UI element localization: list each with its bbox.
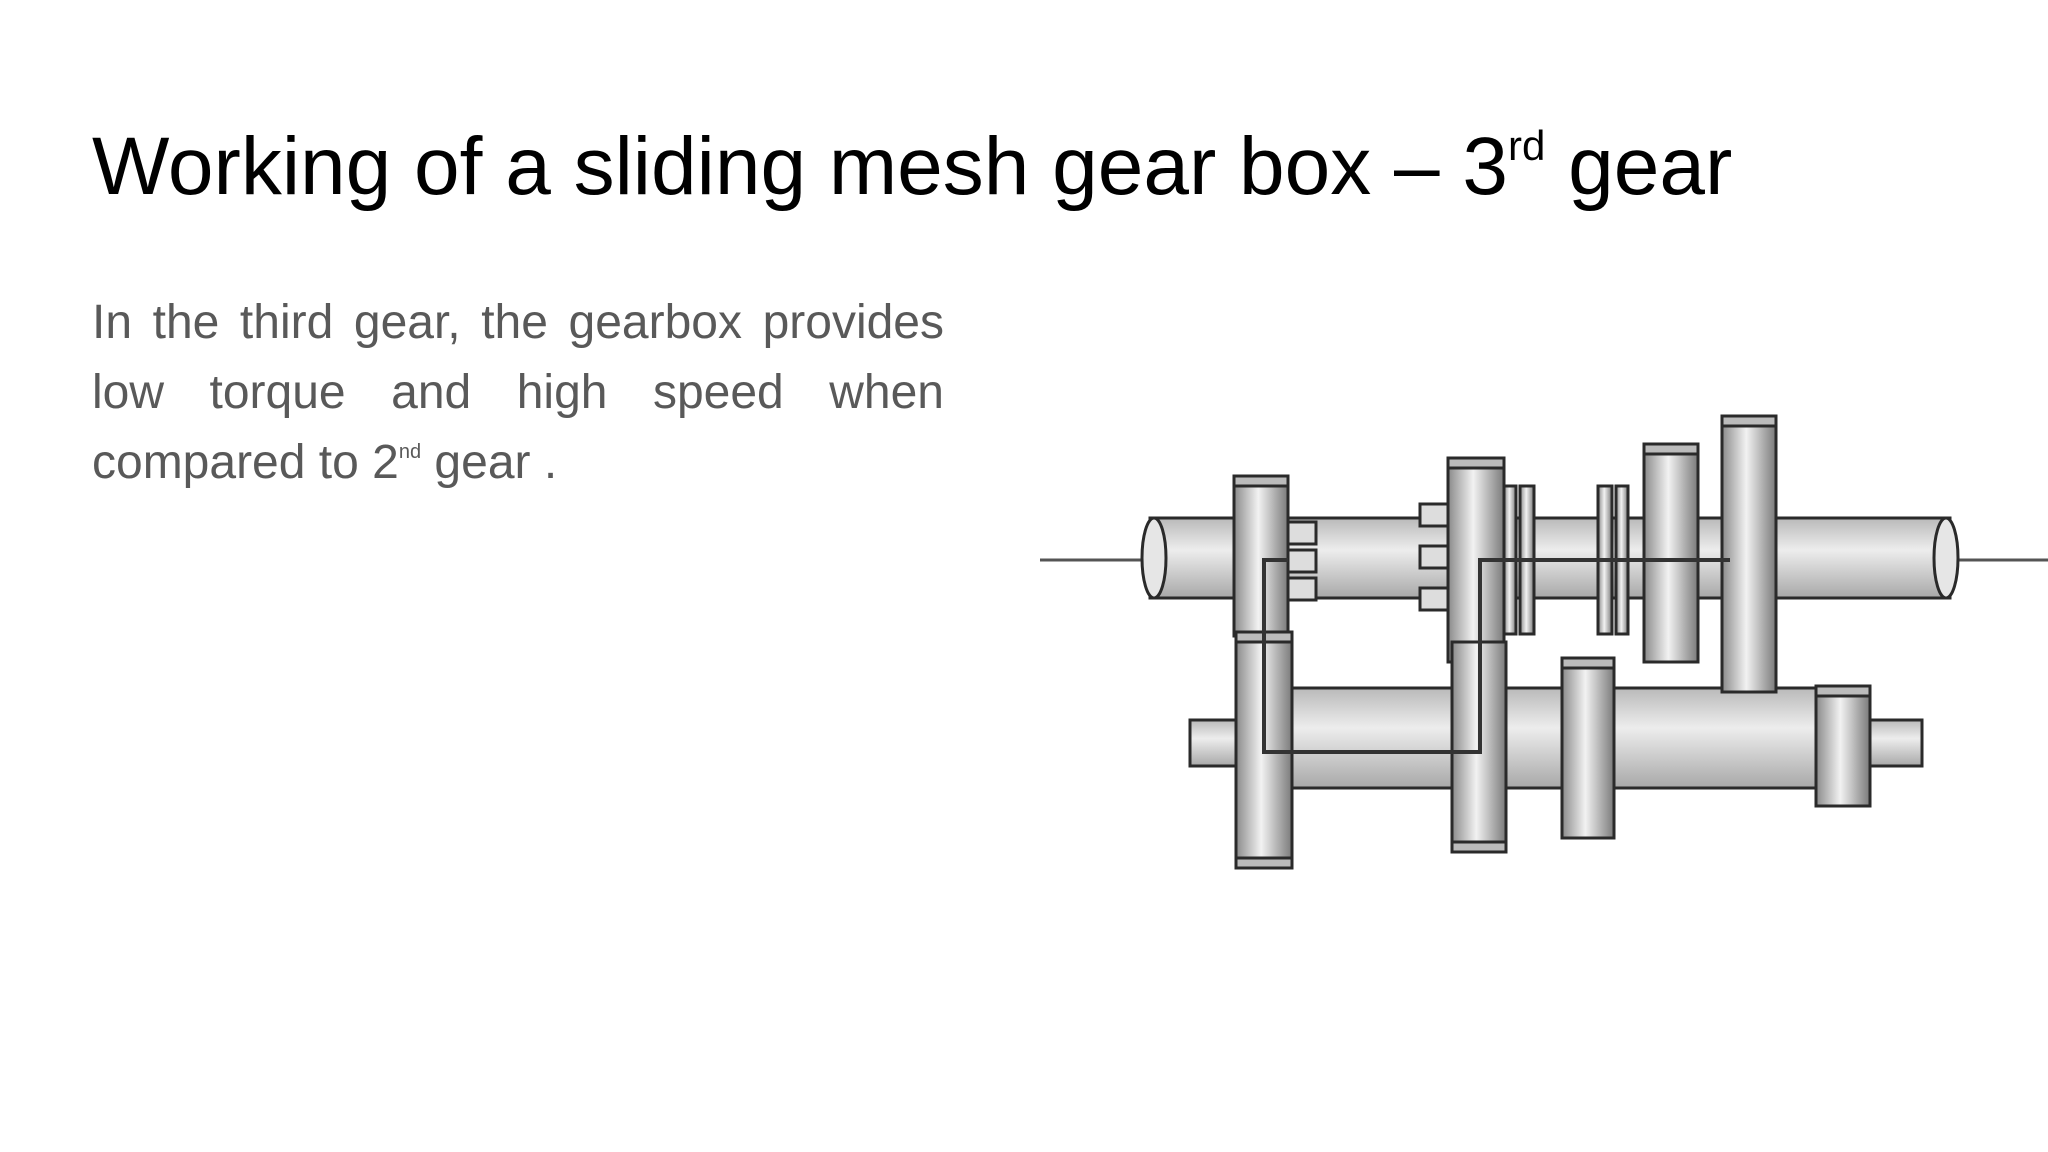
dog-tooth: [1418, 502, 1450, 528]
laygear-first-top: [1814, 684, 1872, 698]
title-superscript: rd: [1508, 122, 1546, 169]
laygear-second: [1560, 656, 1616, 840]
main-gear-third-top: [1446, 456, 1506, 470]
gearbox-diagram: [1040, 414, 2048, 870]
dog-tooth: [1418, 544, 1450, 570]
body-paragraph: In the third gear, the gearbox provides …: [92, 288, 944, 507]
main-gear-second: [1642, 442, 1700, 664]
clutch-gear: [1232, 474, 1290, 638]
main-shaft-end-right: [1932, 516, 1960, 600]
slide-title: Working of a sliding mesh gear box – 3rd…: [92, 121, 1733, 212]
body-superscript: nd: [398, 441, 422, 463]
laygear-first: [1814, 684, 1872, 808]
laygear-second-top: [1560, 656, 1616, 670]
laygear-constant-bottom: [1234, 856, 1294, 870]
title-end: gear: [1545, 121, 1733, 212]
main-gear-first: [1720, 414, 1778, 694]
main-gear-second-top: [1642, 442, 1700, 456]
dog-tooth: [1418, 586, 1450, 612]
main-gear-first-top: [1720, 414, 1778, 428]
dog-tooth: [1286, 576, 1318, 602]
dog-tooth: [1286, 520, 1318, 546]
power-flow-path: [1262, 558, 1730, 754]
title-text: Working of a sliding mesh gear box – 3: [92, 121, 1509, 212]
clutch-gear-teeth-top: [1232, 474, 1290, 488]
body-text-main: In the third gear, the gearbox provides …: [92, 296, 944, 489]
laygear-third-bottom: [1450, 840, 1508, 854]
dog-tooth: [1286, 548, 1318, 574]
body-text-end: gear .: [421, 436, 558, 489]
main-shaft-end-left: [1140, 516, 1168, 600]
lay-shaft-sleeve: [1268, 686, 1832, 790]
